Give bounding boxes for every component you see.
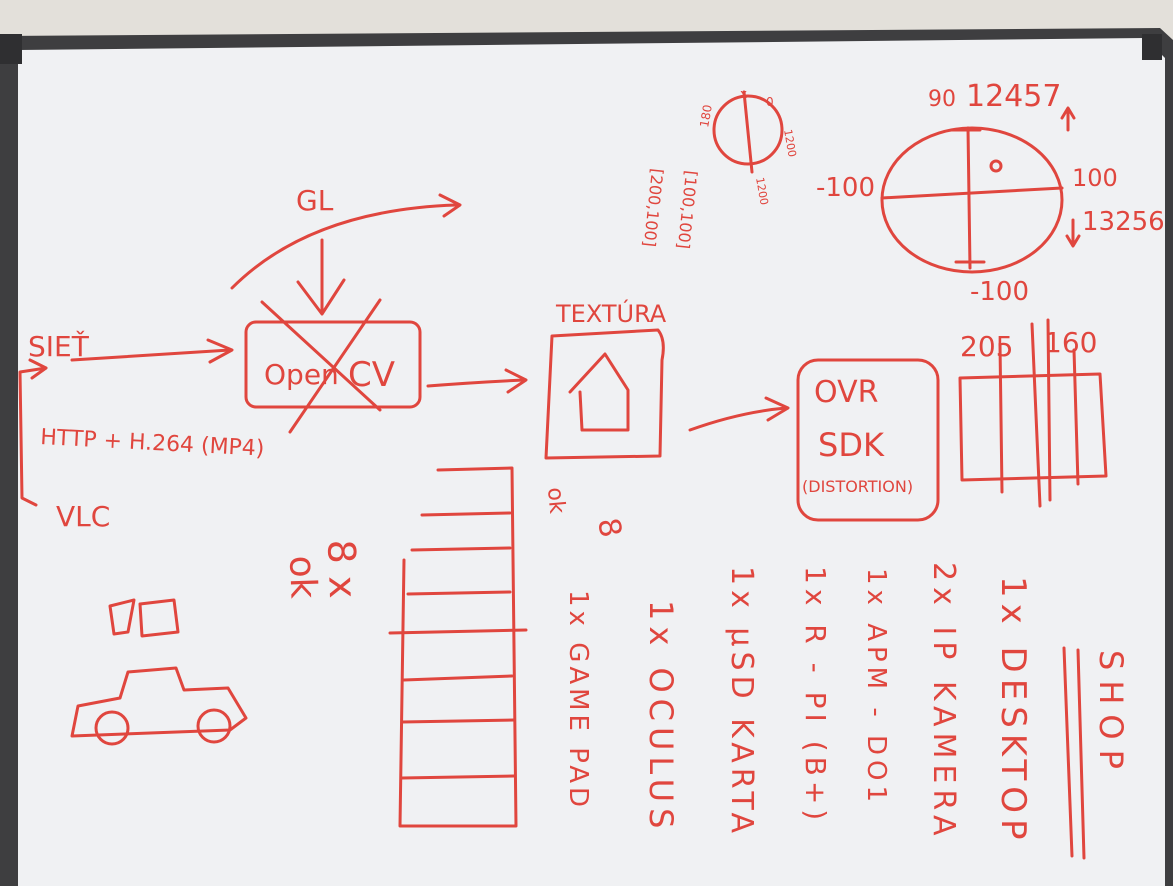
circle-axis-x	[880, 186, 1064, 200]
list-row	[420, 511, 512, 517]
arrow-head	[206, 338, 234, 364]
label-12457: 12457	[966, 79, 1061, 114]
small-arrow-head	[1065, 234, 1081, 248]
cross-line	[288, 298, 382, 434]
texture-box	[544, 328, 665, 460]
label-small-1200-b: 1200	[753, 176, 771, 206]
label-13256: 13256	[1082, 207, 1165, 237]
shop-underline	[1076, 648, 1086, 860]
label-minus100-left: -100	[816, 173, 875, 203]
shop-item: 1x DESKTOP	[993, 576, 1033, 846]
label-160: 160	[1044, 326, 1097, 359]
shop-underline	[1062, 646, 1074, 858]
shop-title: SHOP	[1092, 650, 1130, 779]
label-8x: 8 x	[319, 539, 365, 599]
label-minus100-bottom: -100	[970, 277, 1029, 307]
list-row	[388, 628, 528, 635]
label-small-x: x	[740, 87, 747, 101]
small-arrow-head	[1060, 106, 1076, 120]
label-textura: TEXTÚRA	[555, 298, 667, 328]
gl-arrowhead	[438, 193, 462, 218]
list-rect	[398, 466, 518, 828]
label-90: 90	[928, 87, 956, 112]
shop-item: 1x APM - DO1	[861, 568, 891, 807]
label-205: 205	[960, 330, 1013, 363]
arrow-head	[504, 368, 528, 394]
sketch-shape	[138, 598, 180, 638]
car-sketch	[70, 666, 248, 738]
list-row	[402, 674, 514, 682]
label-siet: SIEŤ	[28, 329, 90, 363]
dot	[989, 159, 1003, 173]
ink-drawings	[18, 90, 1108, 860]
circle-axis-y	[966, 126, 972, 270]
arrow-line	[70, 348, 232, 362]
list-row	[400, 774, 516, 780]
label-small-180: 180	[697, 104, 715, 129]
bracket-line	[18, 366, 48, 507]
shop-item: 1x μSD KARTA	[724, 566, 759, 838]
label-ok-small: ok	[542, 486, 569, 515]
car-wheel	[196, 708, 232, 744]
circle-plot	[880, 126, 1064, 274]
small-circle-axis	[742, 90, 754, 174]
down-arrowhead	[296, 278, 346, 316]
label-ok-large: ok	[281, 555, 323, 599]
label-small-0: 0	[766, 95, 774, 109]
list-row	[406, 590, 512, 596]
ovr-box	[796, 358, 940, 522]
grid-line	[1072, 348, 1080, 486]
frame-corner-left	[0, 34, 22, 64]
shop-item: 1x R - PI (B+)	[799, 566, 832, 825]
shop-item: 1x GAME PAD	[563, 590, 593, 811]
label-sdk: SDK	[818, 426, 885, 464]
frame-corner	[1142, 34, 1162, 60]
list-row	[410, 546, 512, 552]
sketch-shape	[108, 598, 136, 636]
opencv-box	[244, 320, 422, 409]
label-100: 100	[1072, 164, 1118, 192]
cross-line	[260, 300, 382, 412]
label-distortion: (DISTORTION)	[802, 477, 913, 496]
bracket-arrow	[28, 358, 48, 380]
grid-line	[1030, 322, 1042, 508]
arrow-head	[764, 396, 790, 422]
label-small-1200-a: 1200	[781, 128, 799, 158]
arrow-line	[426, 378, 526, 388]
label-cv: CV	[348, 355, 395, 395]
shop-item: 1x OCULUS	[642, 600, 680, 834]
board-surface	[18, 38, 1165, 886]
label-ovr: OVR	[814, 375, 878, 410]
list-row	[400, 718, 516, 724]
label-open: Open	[264, 358, 339, 391]
small-circle	[712, 94, 784, 166]
shop-item: 2x IP KAMERA	[926, 562, 961, 842]
arrow-line	[688, 406, 788, 432]
label-gl: GL	[296, 184, 334, 217]
house-icon	[568, 352, 630, 432]
car-wheel	[94, 710, 130, 746]
grid-line	[998, 342, 1004, 494]
gl-curve	[230, 203, 458, 290]
grid-box	[958, 372, 1108, 482]
label-vlc: VLC	[56, 500, 110, 533]
grid-line	[1046, 318, 1052, 502]
